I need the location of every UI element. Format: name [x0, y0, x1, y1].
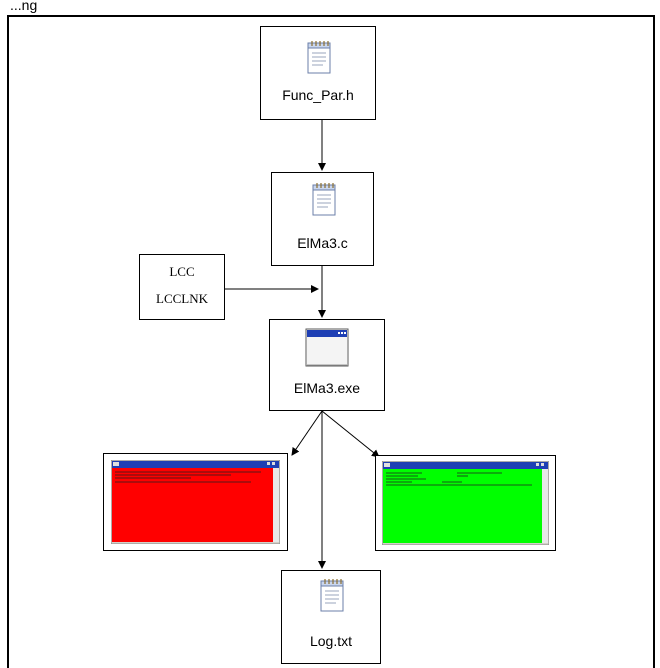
diagram-caption: ...ng	[10, 0, 38, 13]
node-compiler: LCC LCCLNK	[139, 254, 225, 320]
node-log-txt: Log.txt	[281, 570, 381, 664]
node-label-elma3-exe: ElMa3.exe	[293, 380, 361, 396]
linker-name: LCCLNK	[156, 291, 208, 306]
compiler-name: LCC	[169, 264, 195, 279]
notepad-file-icon	[307, 41, 331, 74]
console-window-screenshot	[382, 461, 549, 545]
node-elma3-c: ElMa3.c	[271, 172, 374, 266]
arrow-exe-to-error-console	[291, 410, 323, 456]
diagram-frame	[7, 15, 655, 668]
node-error-console	[103, 453, 288, 551]
node-func-par-h: Func_Par.h	[260, 26, 376, 120]
node-label-elma3-c: ElMa3.c	[297, 235, 348, 251]
node-success-console	[375, 455, 556, 551]
node-label-func-par-h: Func_Par.h	[282, 87, 354, 103]
console-window-screenshot	[111, 460, 280, 544]
application-window-icon	[305, 328, 349, 367]
arrow-exe-to-success-console	[321, 410, 380, 458]
node-elma3-exe: ElMa3.exe	[269, 319, 385, 411]
node-label-log-txt: Log.txt	[309, 633, 353, 649]
notepad-file-icon	[320, 579, 344, 612]
notepad-file-icon	[312, 183, 336, 216]
